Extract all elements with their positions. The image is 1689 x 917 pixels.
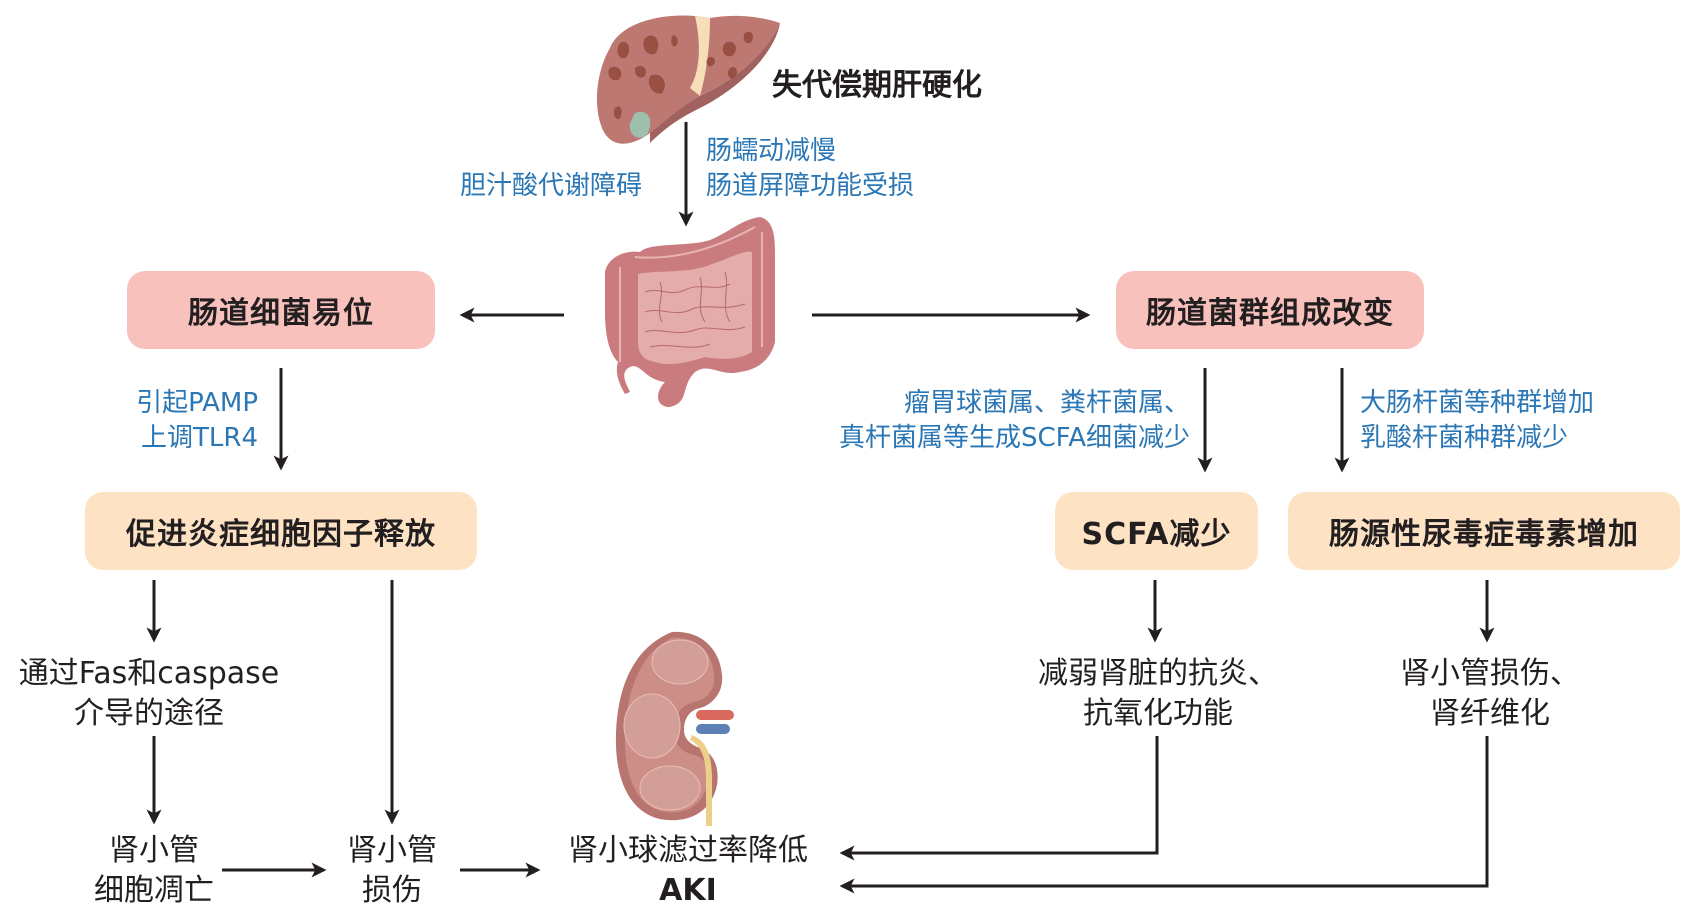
title-cirrhosis: 失代偿期肝硬化 xyxy=(772,68,982,103)
label-tlr4: 上调TLR4 xyxy=(141,423,258,453)
text-toxin-effect: 肾小管损伤、 肾纤维化 xyxy=(1380,654,1600,734)
box-microbiota-change: 肠道菌群组成改变 xyxy=(1116,271,1424,349)
text-tubular-apoptosis-line2: 细胞凋亡 xyxy=(94,873,214,908)
outcome-aki: AKI xyxy=(659,873,717,908)
arrow-scfa-effect-to-gfr xyxy=(839,736,1159,861)
text-toxin-effect-line2: 肾纤维化 xyxy=(1430,696,1550,731)
outcome-gfr-reduction: 肾小球滤过率降低 xyxy=(568,833,808,868)
label-ecoli-lactobacillus: 大肠杆菌等种群增加 乳酸杆菌种群减少 xyxy=(1360,386,1594,456)
text-toxin-effect-line1: 肾小管损伤、 xyxy=(1400,656,1580,691)
kidney-icon xyxy=(615,631,734,826)
box-scfa-decrease: SCFA减少 xyxy=(1055,492,1258,570)
text-tubular-injury: 肾小管 损伤 xyxy=(330,831,454,911)
label-scfa-bacteria-line2: 真杆菌属等生成SCFA细菌减少 xyxy=(838,423,1190,453)
label-peristalsis-line2: 肠道屏障功能受损 xyxy=(706,171,915,201)
label-ecoli: 大肠杆菌等种群增加 xyxy=(1360,388,1595,418)
text-scfa-effect-line2: 抗氧化功能 xyxy=(1083,696,1233,731)
label-scfa-bacteria: 瘤胃球菌属、粪杆菌属、 真杆菌属等生成SCFA细菌减少 xyxy=(790,386,1190,456)
label-bile-acid: 胆汁酸代谢障碍 xyxy=(460,171,643,201)
liver-icon xyxy=(596,15,780,144)
text-tubular-apoptosis-line1: 肾小管 xyxy=(109,833,199,868)
label-peristalsis: 肠蠕动减慢 肠道屏障功能受损 xyxy=(706,134,914,204)
arrow-toxin-effect-to-aki xyxy=(839,736,1489,894)
text-scfa-effect: 减弱肾脏的抗炎、 抗氧化功能 xyxy=(1028,654,1288,734)
label-pamp: 引起PAMP xyxy=(136,388,258,418)
outcome: 肾小球滤过率降低 AKI xyxy=(548,831,828,911)
text-fas-caspase-pathway: 通过Fas和caspase 介导的途径 xyxy=(0,654,298,734)
label-peristalsis-line1: 肠蠕动减慢 xyxy=(706,136,837,166)
box-bacterial-translocation: 肠道细菌易位 xyxy=(127,271,435,349)
text-fas-caspase-line2: 介导的途径 xyxy=(74,696,224,731)
text-fas-caspase-line1: 通过Fas和caspase xyxy=(18,656,280,691)
box-uremic-toxin-increase: 肠源性尿毒症毒素增加 xyxy=(1288,492,1680,570)
text-tubular-injury-line2: 损伤 xyxy=(362,873,422,908)
box-cytokine-release: 促进炎症细胞因子释放 xyxy=(85,492,477,570)
text-tubular-apoptosis: 肾小管 细胞凋亡 xyxy=(74,831,234,911)
text-scfa-effect-line1: 减弱肾脏的抗炎、 xyxy=(1038,656,1278,691)
text-tubular-injury-line1: 肾小管 xyxy=(347,833,437,868)
label-scfa-bacteria-line1: 瘤胃球菌属、粪杆菌属、 xyxy=(903,388,1190,418)
label-pamp-tlr4: 引起PAMP 上调TLR4 xyxy=(118,386,258,456)
intestine-icon xyxy=(605,217,775,407)
label-lactobacillus: 乳酸杆菌种群减少 xyxy=(1360,423,1569,453)
